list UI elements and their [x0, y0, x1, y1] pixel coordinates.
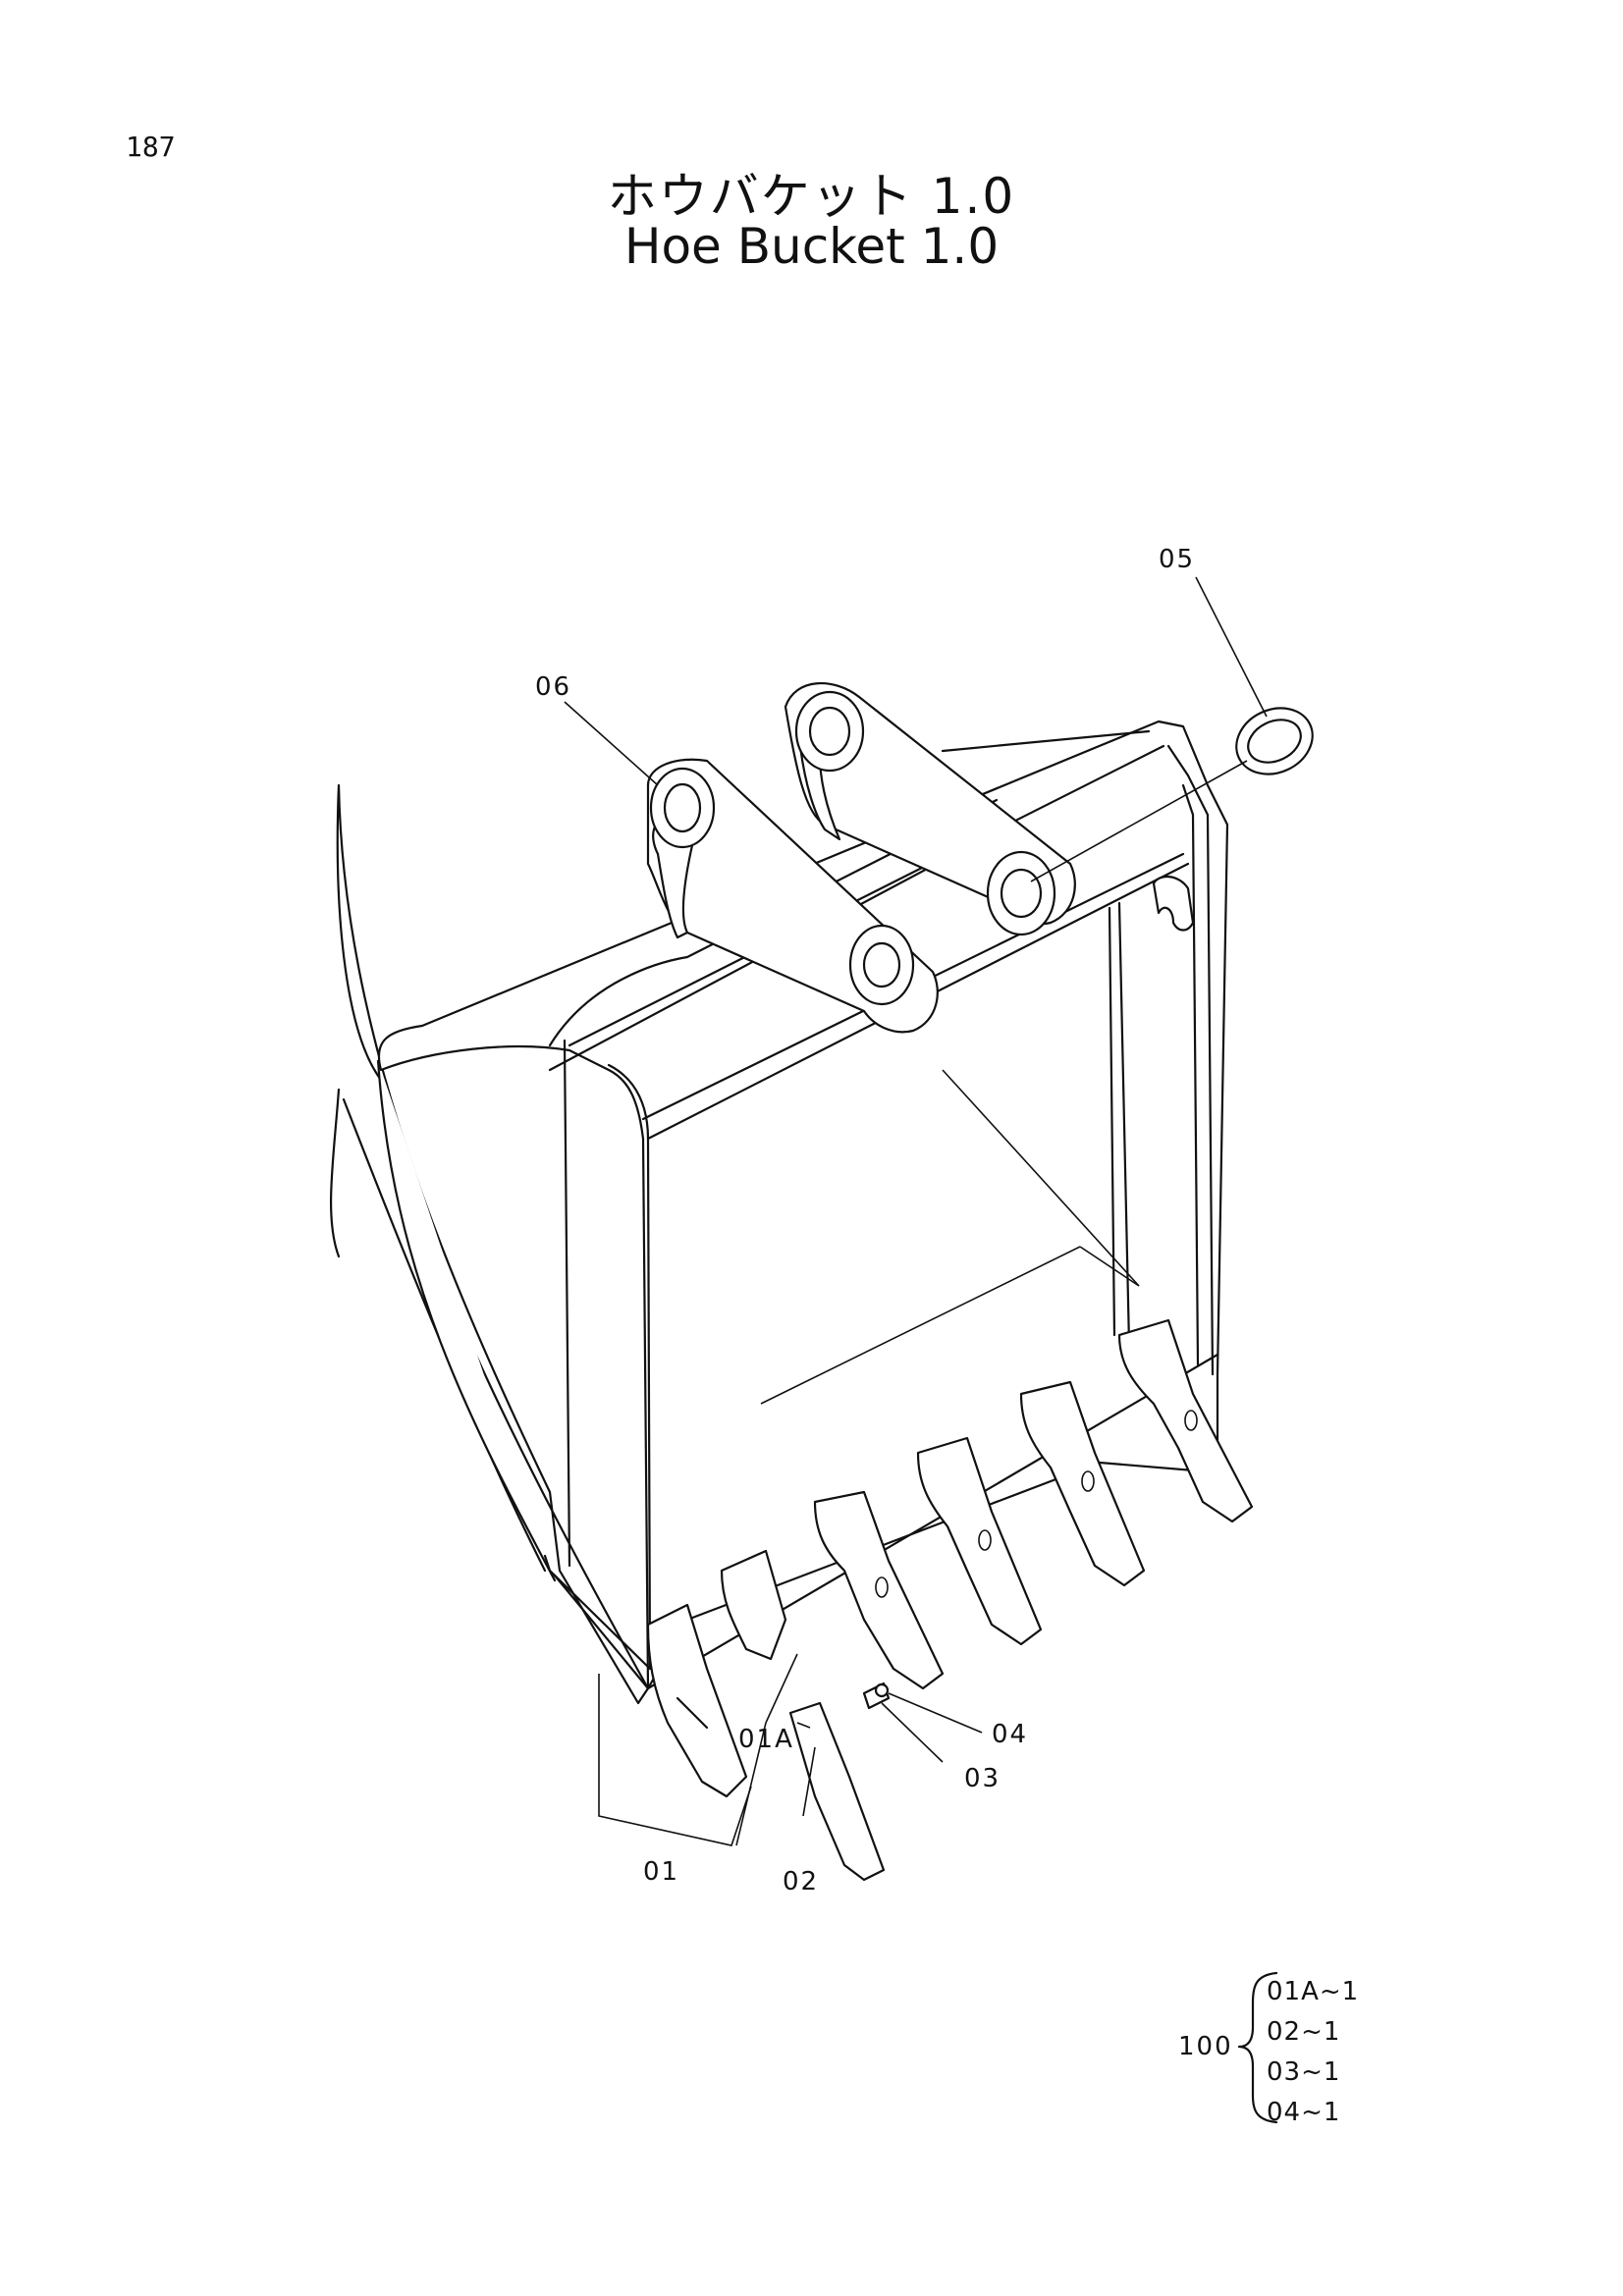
page-title-english: Hoe Bucket 1.0 — [623, 218, 1000, 275]
kit-item-1: 01A~1 — [1267, 1977, 1359, 2006]
bucket-teeth — [646, 1318, 1254, 1882]
seal-ring-05 — [1030, 707, 1314, 882]
tooth-1 — [646, 1603, 748, 1798]
kit-item-3: 03~1 — [1267, 2057, 1340, 2087]
kit-number: 100 — [1178, 2032, 1233, 2061]
exploded-tooth-02 — [788, 1701, 886, 1882]
kit-legend: 100 01A~1 02~1 03~1 04~1 — [1178, 1971, 1359, 2127]
callout-01a: 01A — [738, 1725, 794, 1754]
callout-06: 06 — [535, 672, 571, 702]
kit-item-4: 04~1 — [1267, 2098, 1340, 2127]
exploded-lock-04 — [874, 1682, 890, 1698]
kit-item-2: 02~1 — [1267, 2017, 1340, 2047]
page-number: 187 — [126, 131, 176, 163]
kit-brace — [1237, 1971, 1278, 2124]
tooth-2 — [720, 1549, 787, 1661]
callout-01: 01 — [643, 1857, 679, 1887]
left-side-plate — [336, 783, 650, 1705]
tooth-3 — [813, 1490, 945, 1690]
callout-03: 03 — [964, 1764, 1001, 1793]
left-side-plate-edge — [376, 1059, 557, 1582]
pin-bosses — [646, 681, 1076, 1034]
callout-02: 02 — [783, 1867, 819, 1896]
bucket-shell — [377, 720, 1229, 1690]
leader-lines — [564, 576, 1268, 1846]
page-title-japanese: ホウバケット 1.0 — [607, 168, 1016, 225]
callout-04: 04 — [992, 1720, 1028, 1749]
callout-05: 05 — [1159, 545, 1195, 574]
